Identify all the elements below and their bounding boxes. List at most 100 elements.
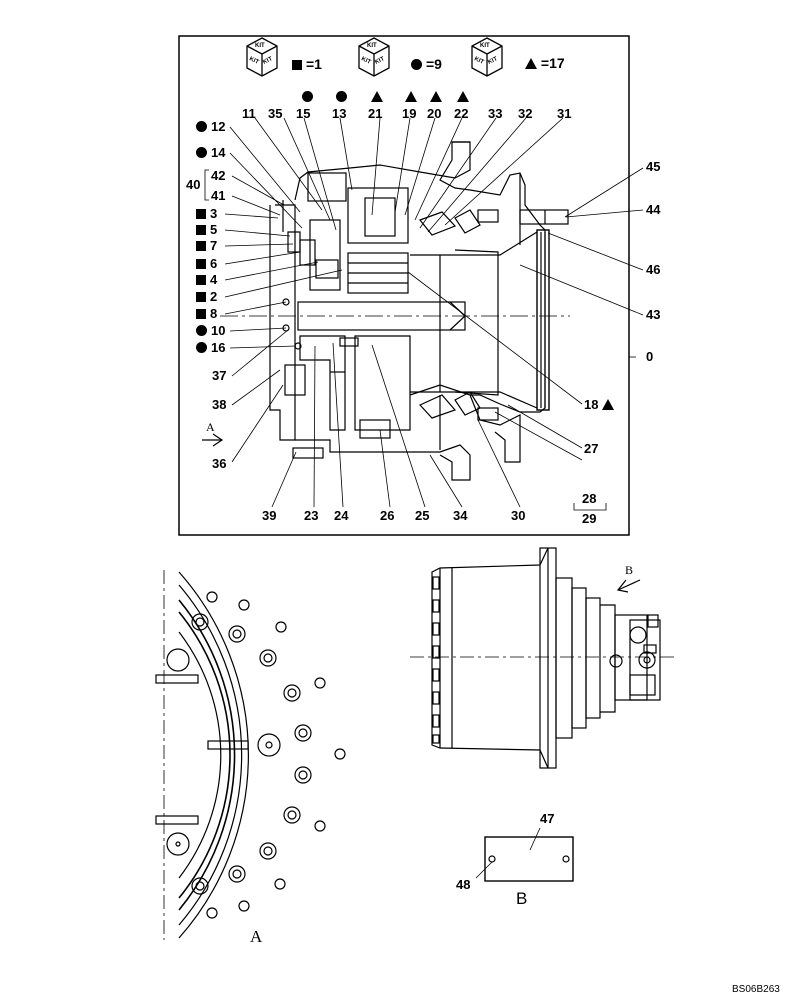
callout-21: 21 — [368, 106, 383, 121]
kit-count-square: =1 — [292, 57, 322, 71]
callout-5: 5 — [196, 223, 217, 237]
callout-16: 16 — [196, 341, 225, 355]
callout-25: 25 — [415, 508, 430, 523]
square-marker-icon — [196, 259, 206, 269]
view-b-title: B — [516, 889, 528, 908]
circle-marker-icon — [302, 91, 313, 102]
kit-word: KIT — [360, 56, 372, 66]
kit-word: KIT — [367, 43, 377, 49]
callout-33: 33 — [488, 106, 503, 121]
kit-legend-2: KIT KIT KIT — [359, 38, 389, 76]
kit-word: KIT — [262, 56, 274, 66]
kit-cube-icon — [358, 37, 390, 77]
main-frame — [178, 35, 630, 536]
kit-cube-icon — [246, 37, 278, 77]
kit-word: KIT — [255, 43, 265, 49]
callout-11: 11 — [242, 106, 256, 121]
callout-46: 46 — [646, 262, 661, 277]
circle-marker-icon — [411, 59, 422, 70]
callout-19: 19 — [402, 106, 417, 121]
callout-29: 29 — [582, 511, 597, 526]
side-bolt-heads — [432, 576, 440, 744]
square-marker-icon — [196, 225, 206, 235]
callout-27: 27 — [584, 441, 599, 456]
square-marker-icon — [196, 275, 206, 285]
callout-24: 24 — [334, 508, 349, 523]
callout-41: 41 — [211, 188, 226, 203]
callout-26: 26 — [380, 508, 395, 523]
kit-cube-icon — [471, 37, 503, 77]
kit-word: KIT — [480, 43, 490, 49]
plate-b-drawing — [475, 827, 574, 882]
triangle-marker-icon — [602, 399, 615, 410]
kit-cubes — [246, 37, 503, 77]
kit-word: KIT — [473, 56, 485, 66]
callout-6: 6 — [196, 257, 217, 271]
leader-lines — [204, 117, 644, 511]
callout-39: 39 — [262, 508, 277, 523]
callout-35: 35 — [268, 106, 283, 121]
callout-10: 10 — [196, 324, 225, 338]
triangle-marker-icon — [405, 91, 417, 102]
view-b-arrow-label: B — [625, 563, 634, 577]
callout-42: 42 — [211, 168, 226, 183]
callout-13: 13 — [332, 106, 347, 121]
callout-36: 36 — [212, 456, 227, 471]
outer-bolt-holes — [206, 591, 346, 919]
circle-marker-icon — [196, 121, 207, 132]
kit-count-circle: =9 — [411, 57, 442, 71]
callout-14: 14 — [196, 146, 225, 160]
circle-marker-icon — [336, 91, 347, 102]
kit-word: KIT — [374, 56, 386, 66]
kit-word: KIT — [248, 56, 260, 66]
callout-34: 34 — [453, 508, 468, 523]
kit-count-triangle: =17 — [525, 56, 565, 70]
triangle-marker-icon — [457, 91, 469, 102]
callout-12: 12 — [196, 120, 225, 134]
callout-4: 4 — [196, 273, 217, 287]
triangle-marker-icon — [371, 91, 383, 102]
callout-8: 8 — [196, 307, 217, 321]
side-view-drawing — [410, 547, 676, 769]
triangle-marker-icon — [525, 58, 537, 69]
callout-47: 47 — [540, 811, 555, 826]
motor-section-drawing — [220, 141, 570, 481]
square-marker-icon — [196, 209, 206, 219]
view-a-title: A — [250, 927, 263, 946]
circle-marker-icon — [196, 325, 207, 336]
callout-38: 38 — [212, 397, 227, 412]
square-marker-icon — [196, 309, 206, 319]
callout-20: 20 — [427, 106, 442, 121]
callout-43: 43 — [646, 307, 661, 322]
triangle-marker-icon — [430, 91, 442, 102]
callout-7: 7 — [196, 239, 217, 253]
callout-48: 48 — [456, 877, 471, 892]
circle-marker-icon — [196, 342, 207, 353]
callout-40: 40 — [186, 177, 201, 192]
kit-word: KIT — [487, 56, 499, 66]
view-a-arrow-label: A — [206, 420, 215, 434]
callout-32: 32 — [518, 106, 533, 121]
callout-15: 15 — [296, 106, 311, 121]
drawing-code: BS06B263 — [732, 984, 780, 995]
callout-0: 0 — [646, 349, 654, 364]
square-marker-icon — [292, 60, 302, 70]
callout-2: 2 — [196, 290, 217, 304]
kit-legend-3: KIT KIT KIT — [472, 38, 502, 76]
square-marker-icon — [196, 241, 206, 251]
callout-37: 37 — [212, 368, 227, 383]
circle-marker-icon — [196, 147, 207, 158]
view-a-arrow — [202, 433, 224, 447]
callout-23: 23 — [304, 508, 319, 523]
kit-legend-1: KIT KIT KIT — [247, 38, 277, 76]
inner-bolt-holes — [191, 613, 312, 895]
callout-18: 18 — [584, 398, 615, 412]
callout-3: 3 — [196, 207, 217, 221]
callout-22: 22 — [454, 106, 469, 121]
callout-30: 30 — [511, 508, 526, 523]
end-view-a — [155, 570, 346, 940]
callout-45: 45 — [646, 159, 661, 174]
callout-31: 31 — [557, 106, 572, 121]
callout-44: 44 — [646, 202, 661, 217]
